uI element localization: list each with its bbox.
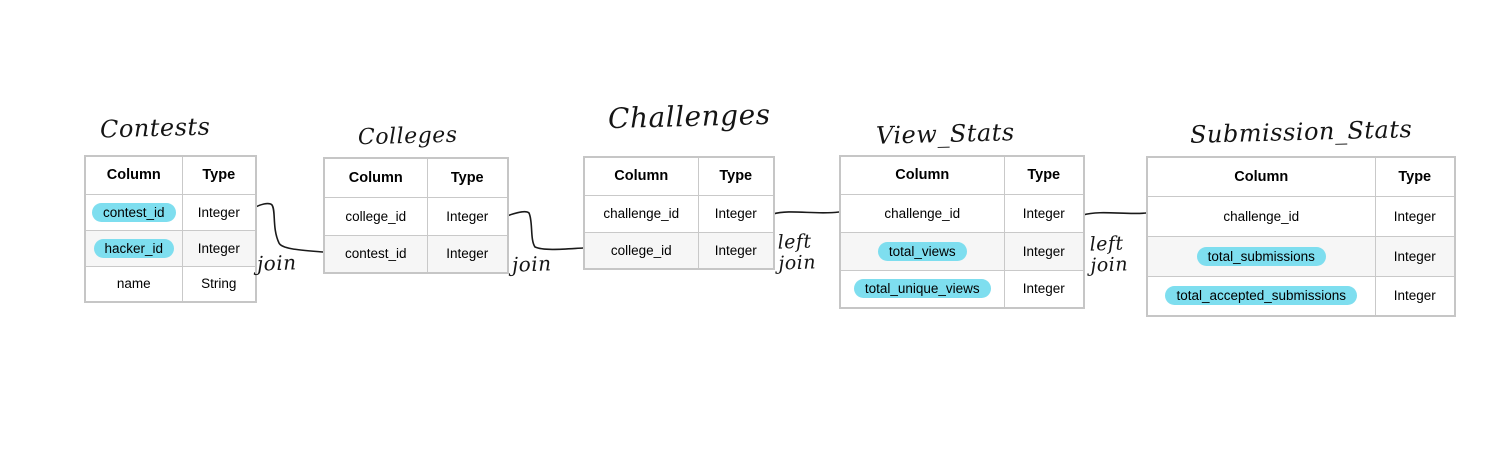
column-cell: college_id [583,231,699,270]
type-header: Type [697,156,775,196]
table-row: challenge_id Integer [1146,195,1456,237]
highlight-marker: hacker_id [93,238,175,258]
join-label-line: left [1089,232,1124,256]
column-header: Column [839,155,1005,195]
type-cell: Integer [1003,193,1085,233]
join-label-line: join [1089,253,1129,277]
type-cell: Integer [697,194,775,233]
type-cell: Integer [426,196,509,236]
join-label-line: left [777,230,812,254]
table-row: challenge_id Integer [583,194,775,233]
table-title-colleges: Colleges [357,122,458,151]
column-cell: total_submissions [1146,235,1376,277]
table-row: total_accepted_submissions Integer [1146,275,1456,317]
table-title-submission-stats: Submission_Stats [1189,115,1413,149]
highlight-marker: total_views [877,241,967,261]
table-title-challenges: Challenges [607,97,771,136]
highlight-marker: total_unique_views [853,279,991,299]
table-row: challenge_id Integer [839,193,1085,233]
column-name: name [116,276,151,292]
highlight-marker: total_submissions [1196,246,1326,266]
type-cell: Integer [697,231,775,270]
type-cell: Integer [181,193,257,231]
table-title-view-stats: View_Stats [875,118,1016,150]
type-header: Type [181,155,257,195]
highlight-marker: contest_id [92,202,176,222]
join-label: join [511,251,552,277]
connector-contests-colleges [251,202,324,253]
join-label-line: join [511,251,552,277]
type-header: Type [1003,155,1085,195]
join-label: join [256,250,297,276]
table-row: hacker_id Integer [84,229,257,267]
column-name: challenge_id [1223,208,1300,224]
connector-challenges-viewstats [772,211,840,215]
table-row: college_id Integer [583,231,775,270]
column-header: Column [1146,156,1376,197]
column-cell: hacker_id [84,229,183,267]
table-title-contests: Contests [99,112,211,144]
column-cell: contest_id [323,234,428,274]
join-label-line: join [777,251,817,275]
column-name: challenge_id [884,205,961,221]
table-row: contest_id Integer [323,234,509,274]
type-cell: Integer [1374,275,1456,317]
join-label-line: join [256,250,297,276]
type-cell: Integer [426,234,509,274]
column-cell: total_views [839,231,1005,271]
column-name: college_id [345,208,407,224]
column-cell: total_unique_views [839,269,1005,309]
column-cell: college_id [323,196,428,236]
type-cell: String [181,265,257,303]
connector-viewstats-submissionstats [1082,211,1147,216]
column-cell: total_accepted_submissions [1146,275,1376,317]
type-cell: Integer [1374,235,1456,277]
column-cell: challenge_id [839,193,1005,233]
column-header: Column [323,157,428,198]
column-cell: challenge_id [583,194,699,233]
column-cell: contest_id [84,193,183,231]
table-row: college_id Integer [323,196,509,236]
table-row: total_unique_views Integer [839,269,1085,309]
highlight-marker: total_accepted_submissions [1165,286,1358,306]
connector-colleges-challenges [506,210,584,251]
type-header: Type [1374,156,1456,197]
type-cell: Integer [1374,195,1456,237]
column-header: Column [583,156,699,196]
column-name: college_id [610,242,672,258]
column-name: challenge_id [603,206,680,221]
column-name: contest_id [344,246,407,262]
type-cell: Integer [1003,269,1085,309]
table-row: name String [84,265,257,303]
table-row: total_views Integer [839,231,1085,271]
column-cell: challenge_id [1146,195,1376,237]
column-cell: name [84,265,183,303]
table-row: total_submissions Integer [1146,235,1456,277]
type-cell: Integer [181,229,257,267]
column-header: Column [84,155,183,195]
type-cell: Integer [1003,231,1085,271]
type-header: Type [426,157,509,198]
